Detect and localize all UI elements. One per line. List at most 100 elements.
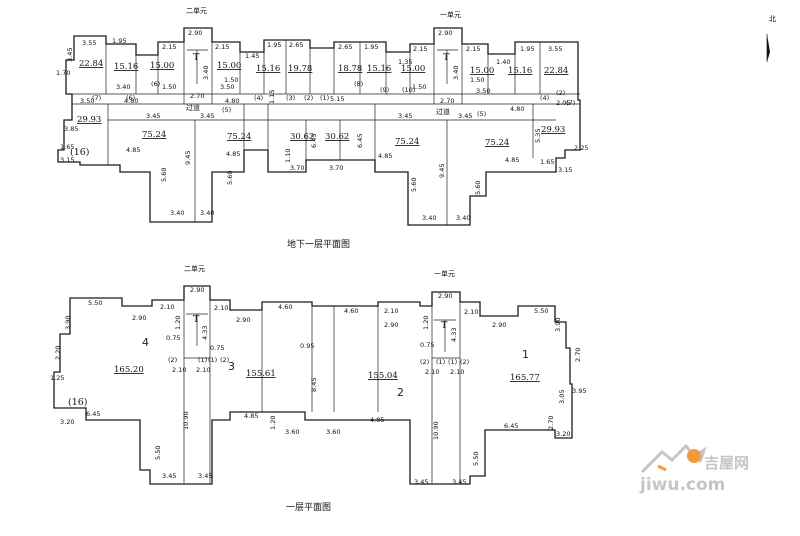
area-label: 155.61	[246, 369, 276, 379]
area-label: 22.84	[79, 59, 103, 69]
dimension-label: 2.65	[338, 43, 352, 51]
room-number: (1)	[448, 358, 457, 366]
ground-caption: 一层平面图	[286, 502, 331, 513]
basement-unit-left: 二单元	[186, 6, 207, 15]
ground-area-labels: 165.20 155.61 155.04 165.77	[114, 365, 540, 383]
room-number: (1)	[208, 356, 217, 364]
dimension-label: 3.40	[452, 66, 460, 80]
ground-dimension-labels: 5.50 2.90 2.10 2.90 2.10 2.90 4.60 4.60 …	[50, 286, 586, 486]
area-label: 29.93	[541, 125, 565, 135]
dimension-label: 2.25	[574, 144, 588, 152]
dimension-label: 3.45	[458, 112, 472, 120]
room-number: (5)	[477, 110, 486, 118]
dimension-label: 3.45	[398, 112, 412, 120]
dimension-label: 3.45	[162, 472, 176, 480]
room-number: (2)	[168, 356, 177, 364]
area-label: 75.24	[485, 138, 509, 148]
dimension-label: 1.95	[112, 37, 126, 45]
dimension-label: 3.45	[146, 112, 160, 120]
basement-corridor-left: 过道	[186, 103, 200, 112]
basement-room-numbers: (7) (6) (6) (5) (4) (3) (2) (1) (8) (9) …	[92, 80, 575, 118]
dimension-label: 2.70	[547, 416, 555, 430]
area-label: 165.77	[510, 373, 540, 383]
area-label: 75.24	[395, 137, 419, 147]
area-label: 15.16	[114, 62, 138, 72]
dimension-label: 3.40	[116, 83, 130, 91]
dimension-label: 9.45	[438, 164, 446, 178]
dimension-label: 3.55	[82, 39, 96, 47]
dimension-label: 5.60	[474, 181, 482, 195]
dimension-label: 1.65	[540, 158, 554, 166]
room-number: (3)	[286, 94, 295, 102]
area-label: 15.00	[401, 64, 425, 74]
area-label: 75.24	[142, 130, 166, 140]
dimension-label: 3.15	[60, 156, 74, 164]
dimension-label: 3.40	[422, 214, 436, 222]
north-label: 北	[769, 15, 776, 23]
dimension-label: 3.50	[80, 97, 94, 105]
dimension-label: 0.75	[166, 334, 180, 342]
area-label: 30.62	[325, 132, 349, 142]
dimension-label: 4.85	[126, 146, 140, 154]
basement-dimension-labels: 3.55 1.95 2.15 2.90 2.15 1.95 2.65 2.65 …	[56, 29, 588, 222]
area-label: 29.93	[77, 115, 101, 125]
room-number: (6)	[151, 80, 160, 88]
dimension-label: 2.90	[236, 316, 250, 324]
dimension-label: 4.85	[244, 412, 258, 420]
area-label: 15.00	[217, 61, 241, 71]
dimension-label: 1.35	[398, 58, 412, 66]
ground-unit-right: 一单元	[434, 269, 455, 278]
basement-plan: 二单元 一单元	[56, 6, 588, 250]
area-label: 15.16	[508, 66, 532, 76]
ground-unit-marks: 4 3 2 1	[142, 336, 529, 399]
room-number: (7)	[566, 99, 575, 107]
area-label: 75.24	[227, 132, 251, 142]
dimension-label: 1.50	[470, 76, 484, 84]
room-number: (8)	[354, 80, 363, 88]
dimension-label: 3.90	[554, 318, 562, 332]
ground-unit-left: 二单元	[184, 264, 205, 273]
dimension-label: 1.20	[422, 316, 430, 330]
room-number: (1)	[320, 94, 329, 102]
dimension-label: 2.10	[214, 304, 228, 312]
dimension-label: 5.60	[410, 178, 418, 192]
dimension-label: 0.75	[420, 341, 434, 349]
room-number: (4)	[254, 94, 263, 102]
unit-mark: 2	[397, 386, 404, 399]
dimension-label: 2.15	[162, 43, 176, 51]
dimension-label: 5.50	[472, 452, 480, 466]
area-label: 18.78	[338, 64, 362, 74]
dimension-label: 1.50	[162, 83, 176, 91]
dimension-label: 1.25	[50, 374, 64, 382]
room-number: (2)	[304, 94, 313, 102]
dimension-label: 2.15	[466, 45, 480, 53]
dimension-label: 0.75	[210, 344, 224, 352]
area-label: 22.84	[544, 66, 568, 76]
dimension-label: 2.90	[190, 286, 204, 294]
dimension-label: 1.10	[284, 149, 292, 163]
dimension-label: 5.35	[534, 129, 542, 143]
dimension-label: 1.95	[520, 45, 534, 53]
dimension-label: 2.15	[215, 43, 229, 51]
dimension-label: 2.10	[172, 366, 186, 374]
dimension-label: 3.40	[200, 209, 214, 217]
dimension-label: 3.50	[220, 83, 234, 91]
unit-mark: 3	[228, 360, 235, 373]
dimension-label: 1.65	[60, 143, 74, 151]
dimension-label: 1.50	[224, 76, 238, 84]
dimension-label: 2.90	[384, 321, 398, 329]
room-number: (1)	[198, 356, 207, 364]
dimension-label: 4.80	[124, 97, 138, 105]
dimension-label: 2.90	[132, 314, 146, 322]
dimension-label: 2.70	[574, 348, 582, 362]
dimension-label: 2.90	[492, 321, 506, 329]
dimension-label: 1.40	[496, 58, 510, 66]
dimension-label: 1.95	[267, 41, 281, 49]
dimension-label: 5.50	[154, 446, 162, 460]
room-number: (10)	[402, 86, 415, 94]
dimension-label: 5.50	[88, 299, 102, 307]
dimension-label: 2.05	[556, 99, 570, 107]
area-label: 15.16	[367, 64, 391, 74]
dimension-label: 10.90	[432, 421, 440, 440]
dimension-label: 3.90	[64, 316, 72, 330]
